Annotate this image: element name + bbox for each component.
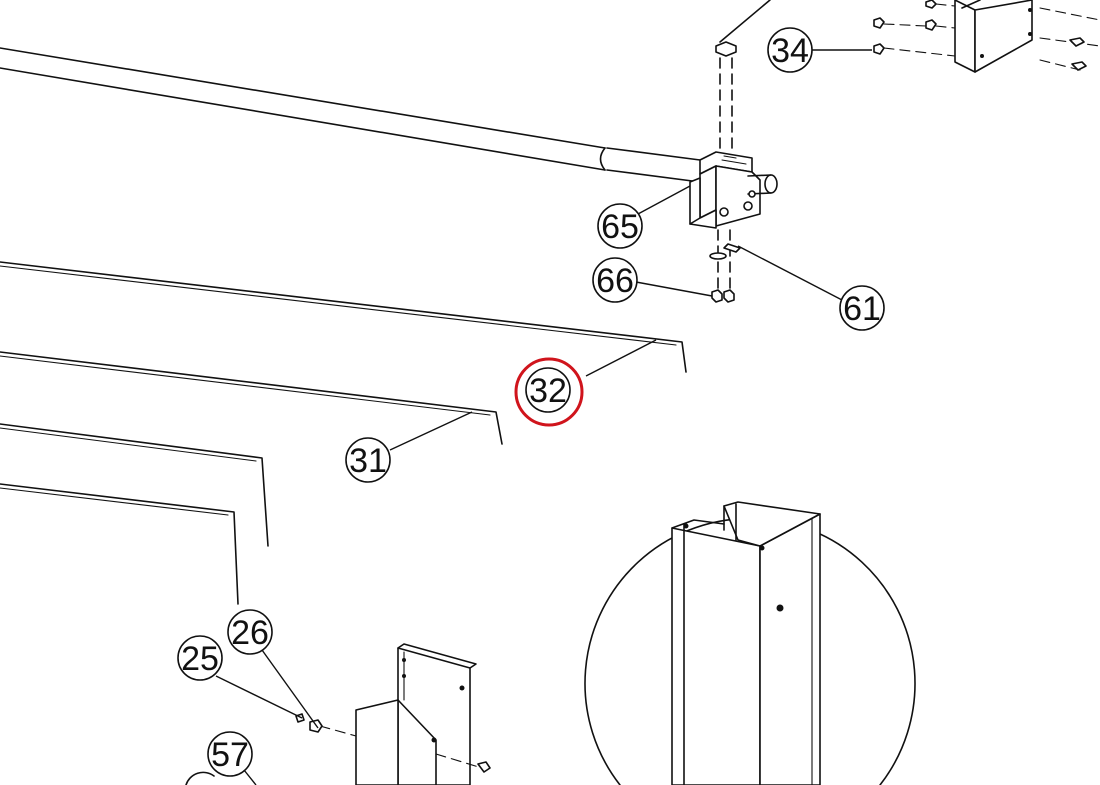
- svg-text:34: 34: [771, 32, 809, 70]
- svg-text:66: 66: [596, 262, 634, 300]
- nut-part-66: [711, 289, 735, 303]
- highlight-ring-32: [514, 357, 584, 427]
- callout-26: 26: [227, 609, 273, 655]
- svg-text:25: 25: [181, 640, 219, 678]
- detail-view-circle: [584, 501, 916, 785]
- svg-text:32: 32: [529, 372, 567, 410]
- panel-part-31: [0, 351, 503, 445]
- bolt-axis: [715, 0, 771, 291]
- bracket-part-65: [689, 151, 778, 229]
- callout-57: 57: [207, 731, 253, 777]
- washer-part-61: [709, 243, 741, 260]
- corner-bracket-upper-right: [954, 0, 1100, 73]
- post-assembly-lower: [319, 643, 491, 785]
- svg-text:57: 57: [211, 736, 249, 774]
- callout-65: 65: [597, 203, 643, 249]
- panel-lower-1: [0, 423, 269, 547]
- tube-rail: [0, 47, 701, 183]
- svg-text:26: 26: [231, 614, 269, 652]
- panel-lower-2: [0, 483, 239, 605]
- callout-partial-bottom-left: [185, 771, 215, 785]
- svg-text:61: 61: [843, 290, 881, 328]
- callout-25: 25: [177, 635, 223, 681]
- callout-34: 34: [767, 27, 813, 73]
- callout-31: 31: [345, 437, 391, 483]
- svg-text:65: 65: [601, 208, 639, 246]
- callout-66: 66: [592, 257, 638, 303]
- panel-part-32: [0, 261, 687, 373]
- screw-set-34: [873, 0, 956, 57]
- svg-text:31: 31: [349, 442, 387, 480]
- callout-61: 61: [839, 285, 885, 331]
- leader-lines: [215, 49, 872, 785]
- callout-32: 32: [525, 367, 571, 413]
